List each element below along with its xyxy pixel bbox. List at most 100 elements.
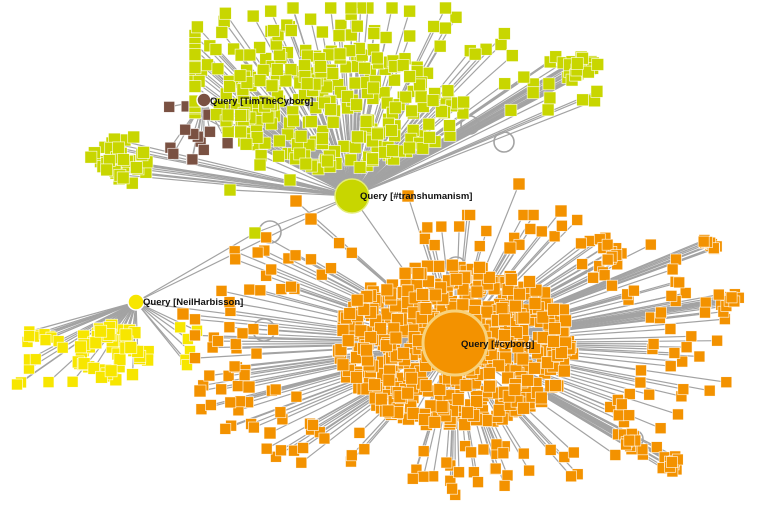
cyborg-leaf-node [598, 269, 611, 282]
cyborg-leaf-node [203, 369, 216, 382]
cyborg-leaf-node [189, 313, 201, 326]
neilharbisson-leaf-node [181, 359, 193, 371]
cyborg-leaf-node [654, 422, 667, 435]
cyborg-leaf-node [260, 442, 273, 455]
cyborg-leaf-node [703, 384, 716, 397]
hub-nodes [127, 92, 489, 377]
transhumanism-leaf-node [504, 103, 518, 117]
cyborg-leaf-node [193, 384, 207, 398]
neilharbisson-leaf-node [39, 334, 52, 346]
cyborg-leaf-node [634, 376, 647, 389]
transhumanism-leaf-node [403, 141, 416, 155]
hub-node-timthecyborg[interactable] [196, 92, 212, 108]
hub-node-neilharbisson[interactable] [127, 293, 145, 311]
cyborg-leaf-node [380, 339, 393, 353]
cyborg-leaf-node [643, 388, 656, 401]
cyborg-leaf-node [304, 212, 318, 226]
cyborg-leaf-node [289, 194, 303, 208]
cyborg-leaf-node [251, 246, 264, 259]
neilharbisson-leaf-node [104, 364, 118, 378]
cyborg-leaf-node [555, 346, 568, 359]
cyborg-leaf-node [336, 358, 350, 372]
cyborg-leaf-node [547, 335, 560, 348]
cyborg-leaf-node [265, 263, 278, 276]
cyborg-leaf-node [472, 476, 484, 488]
transhumanism-leaf-node [267, 24, 280, 37]
cyborg-leaf-node [498, 329, 511, 342]
cyborg-leaf-node [345, 449, 358, 462]
timthecyborg-leaf-node [197, 144, 210, 156]
hub-node-cyborg[interactable] [421, 309, 489, 377]
cyborg-leaf-node [534, 391, 548, 405]
transhumanism-leaf-node [326, 67, 340, 80]
transhumanism-leaf-node [433, 39, 447, 53]
cyborg-leaf-node [401, 189, 415, 203]
neilharbisson-leaf-node [94, 324, 108, 338]
cyborg-leaf-node [269, 383, 282, 396]
cyborg-leaf-node [480, 225, 493, 237]
cyborg-leaf-node [547, 303, 560, 316]
cyborg-leaf-node [521, 373, 535, 387]
cyborg-leaf-node [512, 177, 526, 191]
transhumanism-leaf-node [359, 115, 373, 128]
cyborg-leaf-node [238, 369, 251, 382]
cyborg-leaf-node [548, 230, 561, 243]
transhumanism-leaf-node [262, 96, 276, 110]
transhumanism-leaf-node [223, 80, 236, 93]
cyborg-leaf-node [453, 220, 466, 233]
neilharbisson-leaf-node [66, 375, 79, 388]
transhumanism-leaf-node [130, 161, 143, 174]
transhumanism-leaf-node [223, 183, 237, 197]
cyborg-leaf-node [289, 249, 302, 262]
transhumanism-leaf-node [316, 132, 329, 146]
cyborg-leaf-node [535, 225, 548, 238]
cyborg-leaf-node [524, 223, 537, 235]
cyborg-leaf-node [470, 285, 484, 299]
cyborg-leaf-node [508, 383, 522, 397]
cyborg-leaf-node [483, 379, 496, 393]
neilharbisson-leaf-node [11, 378, 23, 391]
transhumanism-leaf-node [494, 38, 508, 51]
cyborg-leaf-node [725, 291, 738, 304]
transhumanism-leaf-node [576, 93, 589, 107]
cyborg-leaf-node [374, 392, 388, 406]
cyborg-leaf-node [459, 440, 471, 452]
cyborg-leaf-node [635, 364, 647, 377]
transhumanism-leaf-node [570, 57, 584, 70]
neilharbisson-leaf-node [174, 321, 187, 334]
transhumanism-leaf-node [505, 49, 519, 62]
cyborg-leaf-node [644, 238, 657, 251]
cyborg-leaf-node [677, 383, 690, 396]
transhumanism-leaf-node [542, 77, 556, 91]
cyborg-leaf-node [666, 263, 679, 276]
cyborg-leaf-node [248, 421, 260, 434]
transhumanism-leaf-node [441, 84, 455, 98]
cyborg-leaf-node [490, 438, 503, 451]
cyborg-leaf-node [459, 379, 473, 392]
cyborg-leaf-node [315, 268, 328, 281]
hub-node-transhumanism[interactable] [334, 178, 370, 214]
cyborg-leaf-node [250, 347, 263, 360]
transhumanism-leaf-node [386, 144, 399, 157]
transhumanism-leaf-node [188, 48, 202, 61]
transhumanism-leaf-node [284, 24, 298, 37]
transhumanism-leaf-node [332, 29, 346, 43]
hub-label-timthecyborg: Query [TimTheCyborg] [210, 96, 313, 107]
neilharbisson-leaf-node [56, 341, 69, 354]
cyborg-leaf-node [381, 404, 395, 418]
transhumanism-leaf-node [294, 129, 308, 143]
cyborg-leaf-node [655, 306, 667, 319]
cyborg-leaf-node [445, 258, 459, 272]
transhumanism-leaf-node [188, 80, 202, 93]
cyborg-leaf-node [673, 276, 686, 289]
transhumanism-leaf-node [300, 77, 314, 91]
cyborg-leaf-node [664, 323, 677, 335]
cyborg-leaf-node [176, 307, 190, 321]
cyborg-leaf-node [449, 272, 463, 286]
transhumanism-leaf-node [324, 103, 338, 116]
cyborg-leaf-node [685, 330, 698, 343]
transhumanism-leaf-node [117, 153, 130, 166]
cyborg-leaf-node [401, 386, 415, 400]
transhumanism-leaf-node [239, 137, 253, 151]
